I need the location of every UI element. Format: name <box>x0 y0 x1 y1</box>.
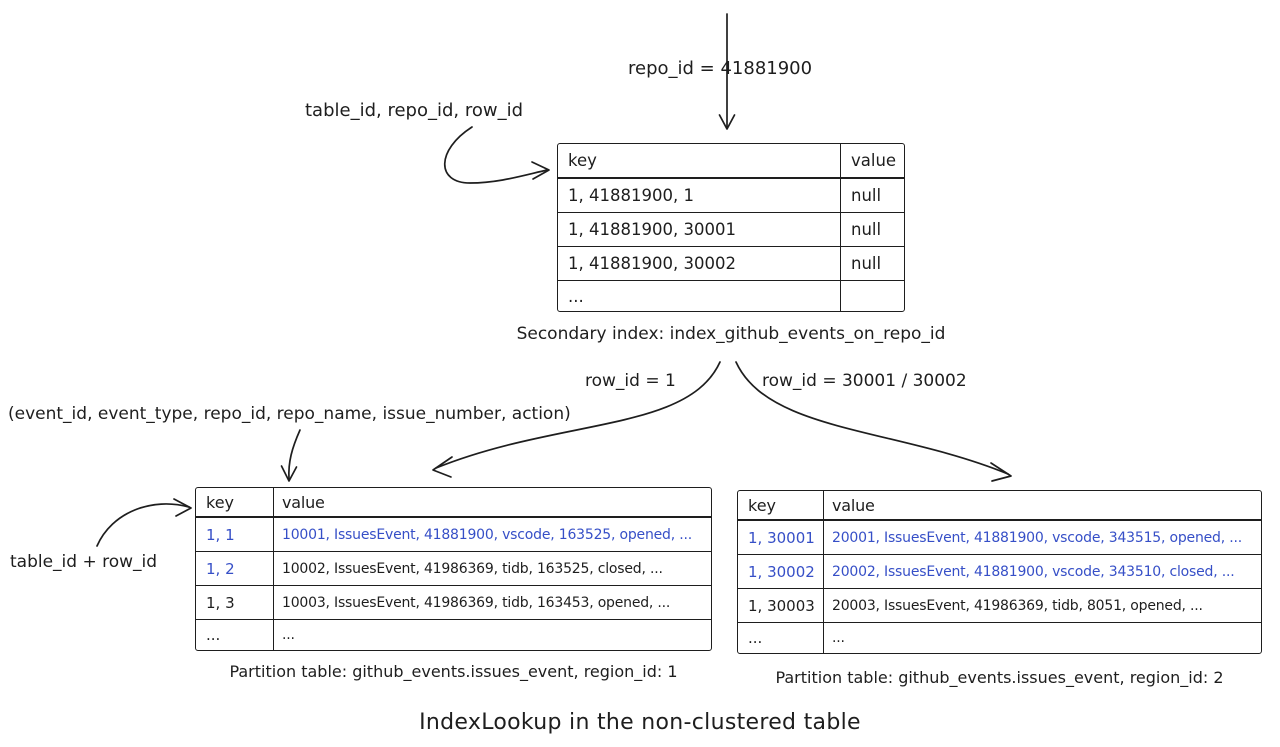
column-header-value: value <box>282 492 325 512</box>
diagram-title: IndexLookup in the non-clustered table <box>419 710 861 735</box>
value-cell <box>841 281 904 311</box>
table-row: 1, 2 10002, IssuesEvent, 41986369, tidb,… <box>196 552 711 586</box>
table-header-row: key value <box>196 488 711 518</box>
partition-table-region-1: key value 1, 1 10001, IssuesEvent, 41881… <box>195 487 712 651</box>
value-cell: 20001, IssuesEvent, 41881900, vscode, 34… <box>832 529 1242 546</box>
value-cell: 10001, IssuesEvent, 41881900, vscode, 16… <box>282 526 692 543</box>
table-row: ... ... <box>196 620 711 650</box>
key-cell: 1, 41881900, 1 <box>558 179 841 212</box>
value-cell: null <box>851 186 882 205</box>
table-row: ... <box>558 281 904 311</box>
table-row: ... ... <box>738 623 1261 653</box>
row-schema-label: (event_id, event_type, repo_id, repo_nam… <box>8 404 571 424</box>
value-cell: 10003, IssuesEvent, 41986369, tidb, 1634… <box>282 594 671 611</box>
column-header-key: key <box>196 488 274 516</box>
query-filter-label: repo_id = 41881900 <box>628 58 813 79</box>
value-cell: 10002, IssuesEvent, 41986369, tidb, 1635… <box>282 560 663 577</box>
key-cell: 1, 30003 <box>738 589 824 622</box>
column-header-value: value <box>851 151 897 170</box>
table-row: 1, 41881900, 1 null <box>558 179 904 213</box>
column-header-key: key <box>558 144 841 177</box>
key-cell: ... <box>738 623 824 653</box>
partition-left-caption: Partition table: github_events.issues_ev… <box>229 662 678 681</box>
key-cell: 1, 1 <box>196 518 274 551</box>
column-header-value: value <box>832 495 875 515</box>
value-cell: 20002, IssuesEvent, 41881900, vscode, 34… <box>832 563 1235 580</box>
column-header-key: key <box>738 491 824 519</box>
table-row: 1, 30001 20001, IssuesEvent, 41881900, v… <box>738 521 1261 555</box>
rowid-1-label: row_id = 1 <box>585 371 676 391</box>
partition-table-region-2: key value 1, 30001 20001, IssuesEvent, 4… <box>737 490 1262 654</box>
table-row: 1, 30003 20003, IssuesEvent, 41986369, t… <box>738 589 1261 623</box>
key-cell: 1, 30001 <box>738 521 824 554</box>
table-row: 1, 41881900, 30002 null <box>558 247 904 281</box>
table-row: 1, 1 10001, IssuesEvent, 41881900, vscod… <box>196 518 711 552</box>
table-row: 1, 41881900, 30001 null <box>558 213 904 247</box>
key-composition-arrow <box>96 498 192 547</box>
table-row: 1, 3 10003, IssuesEvent, 41986369, tidb,… <box>196 586 711 620</box>
value-cell: ... <box>282 627 295 643</box>
key-cell: 1, 2 <box>196 552 274 585</box>
table-header-row: key value <box>558 144 904 179</box>
key-cell: 1, 41881900, 30002 <box>558 247 841 280</box>
key-composition-label: table_id + row_id <box>10 552 158 572</box>
value-cell: null <box>851 254 882 273</box>
value-cell: null <box>851 220 882 239</box>
schema-arrow <box>280 429 301 482</box>
table-header-row: key value <box>738 491 1261 521</box>
key-cell: 1, 30002 <box>738 555 824 588</box>
key-cell: ... <box>558 281 841 311</box>
key-cell: ... <box>196 620 274 650</box>
value-cell: ... <box>832 630 845 646</box>
index-columns-label: table_id, repo_id, row_id <box>305 100 524 121</box>
value-cell: 20003, IssuesEvent, 41986369, tidb, 8051… <box>832 597 1203 614</box>
secondary-index-caption: Secondary index: index_github_events_on_… <box>516 324 946 344</box>
partition-right-caption: Partition table: github_events.issues_ev… <box>775 668 1224 687</box>
secondary-index-table: key value 1, 41881900, 1 null 1, 4188190… <box>557 143 905 312</box>
rowid-30001-label: row_id = 30001 / 30002 <box>762 371 967 391</box>
key-cell: 1, 41881900, 30001 <box>558 213 841 246</box>
key-cell: 1, 3 <box>196 586 274 619</box>
index-columns-arrow <box>444 126 550 184</box>
table-row: 1, 30002 20002, IssuesEvent, 41881900, v… <box>738 555 1261 589</box>
